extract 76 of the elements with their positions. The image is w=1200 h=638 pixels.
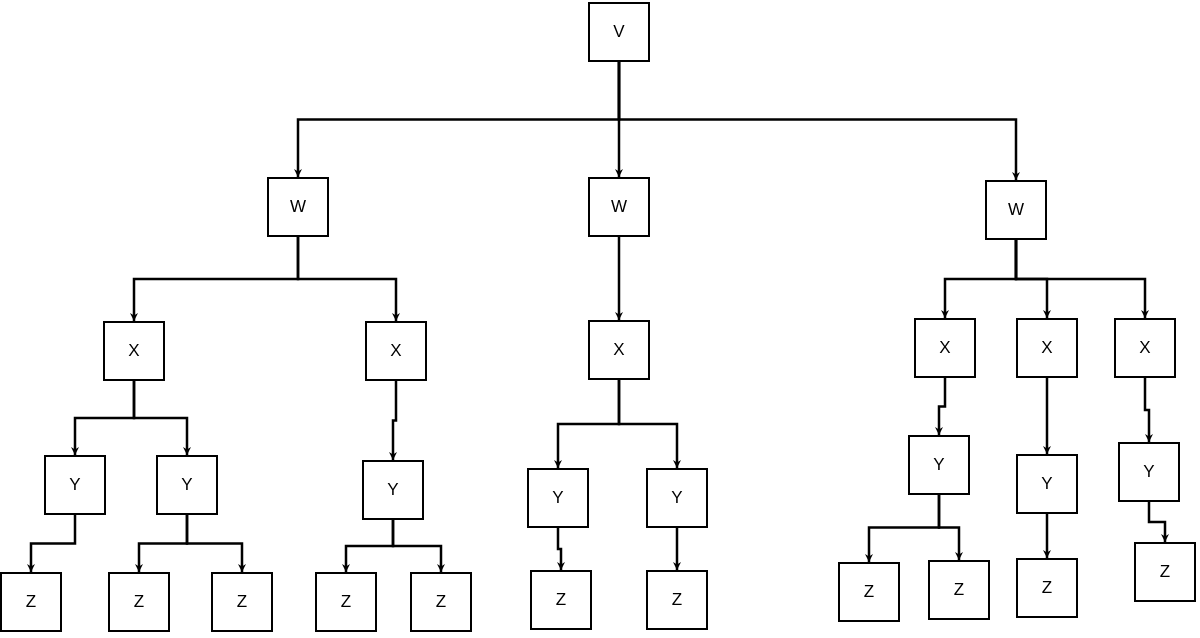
tree-node-box (527, 468, 589, 528)
tree-node-box (103, 321, 165, 381)
tree-node-box (44, 455, 106, 515)
arrow (935, 378, 947, 435)
arrow (27, 515, 77, 572)
node-label: Z (340, 591, 352, 614)
arrow (389, 381, 398, 460)
node-label: Z (953, 579, 965, 602)
tree-node-box (588, 2, 650, 62)
tree-node-box (646, 468, 708, 528)
arrow (1014, 240, 1149, 318)
node-label: X (390, 340, 402, 363)
arrow (296, 237, 400, 321)
node-label: X (1041, 337, 1053, 360)
tree-node-box (410, 572, 472, 632)
arrow (132, 381, 191, 455)
arrow (1043, 378, 1051, 454)
arrow (1043, 514, 1051, 558)
arrow (1147, 502, 1169, 542)
arrow (556, 528, 565, 570)
tree-node-box (1134, 542, 1196, 602)
node-label: Y (933, 454, 945, 477)
node-label: Z (863, 581, 875, 604)
arrow (617, 380, 681, 468)
node-label: X (1139, 337, 1151, 360)
node-label: X (613, 339, 625, 362)
tree-node-box (914, 318, 976, 378)
tree-node-box (156, 455, 218, 515)
node-label: Y (671, 487, 683, 510)
node-label: V (613, 21, 625, 44)
tree-node-box (0, 572, 62, 632)
tree-node-box (1016, 558, 1078, 618)
node-label: Z (1041, 577, 1053, 600)
tree-node-box (108, 572, 170, 632)
node-label: Y (387, 479, 399, 502)
arrow (617, 62, 1020, 180)
tree-node-box (530, 570, 592, 630)
node-label: X (128, 340, 140, 363)
node-label: Z (133, 591, 145, 614)
tree-node-box (267, 177, 329, 237)
node-label: Y (552, 487, 564, 510)
node-label: Y (181, 474, 193, 497)
node-label: Y (69, 474, 81, 497)
tree-node-box (315, 572, 377, 632)
tree-node-box (211, 572, 273, 632)
node-label: Z (25, 591, 37, 614)
tree-node-box (1016, 454, 1078, 514)
arrow (615, 237, 623, 320)
tree-node-box (838, 562, 900, 622)
node-label: W (1007, 199, 1024, 222)
node-label: W (610, 196, 627, 219)
arrow (673, 528, 681, 570)
tree-node-box (928, 560, 990, 620)
tree-node-box (1016, 318, 1078, 378)
tree-node-box (588, 177, 650, 237)
node-label: Y (1143, 461, 1155, 484)
node-label: W (289, 196, 306, 219)
tree-node-box (362, 460, 424, 520)
tree-node-box (646, 570, 708, 630)
tree-node-box (1114, 318, 1176, 378)
node-label: Z (1159, 561, 1171, 584)
tree-node-box (588, 320, 650, 380)
node-label: Z (671, 589, 683, 612)
node-label: X (939, 337, 951, 360)
tree-node-box (1118, 442, 1180, 502)
tree-node-box (985, 180, 1047, 240)
arrow (937, 495, 963, 560)
node-label: Z (555, 589, 567, 612)
tree-node-box (365, 321, 427, 381)
node-label: Z (435, 591, 447, 614)
node-label: Y (1041, 473, 1053, 496)
tree-node-box (908, 435, 970, 495)
node-label: Z (236, 591, 248, 614)
arrow (391, 520, 445, 572)
arrow (1143, 378, 1153, 442)
arrow (185, 515, 246, 572)
